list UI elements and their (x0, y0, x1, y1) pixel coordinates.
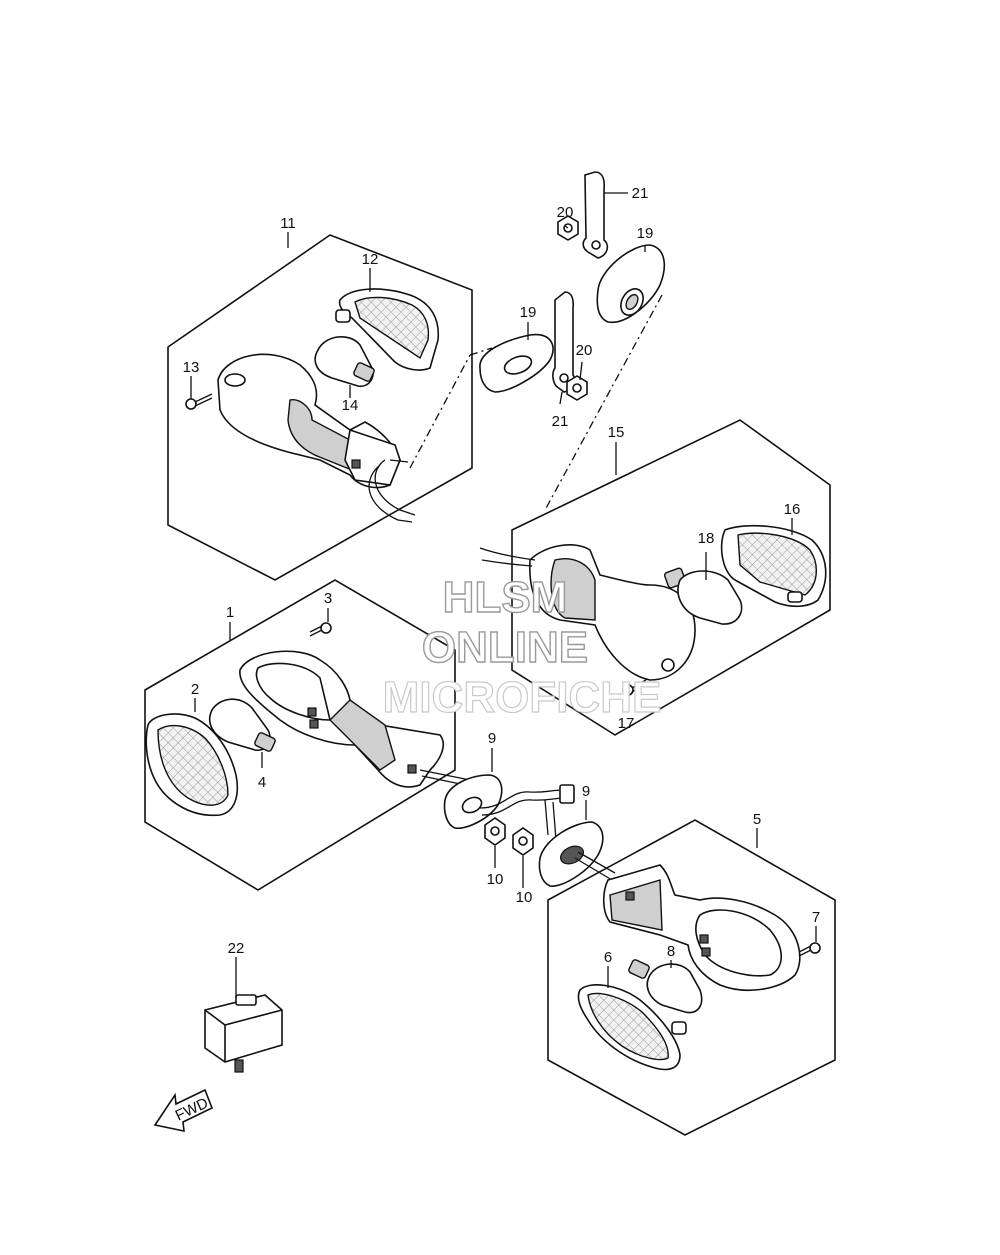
group-15-rear-right-signal (479, 419, 831, 736)
group-5-front-right-signal (547, 819, 836, 1136)
connector (559, 784, 575, 804)
screw-13 (185, 393, 213, 410)
callout-6: 6 (604, 949, 612, 966)
group-5-frame (547, 819, 836, 1136)
lamp-housing-11 (217, 353, 416, 523)
fwd-arrow: FWD (153, 1088, 214, 1133)
bulb-8 (628, 959, 703, 1014)
leader-lines (190, 192, 817, 998)
lamp-housing-5 (602, 864, 801, 991)
callout-19-lower: 19 (520, 304, 537, 321)
relay-22 (204, 994, 283, 1073)
callout-12: 12 (362, 251, 379, 268)
screw-3 (309, 622, 332, 637)
group-1-frame (144, 579, 456, 891)
callout-3: 3 (324, 590, 332, 607)
callout-9-right: 9 (582, 783, 590, 800)
watermark-line-1: HLSM (443, 573, 568, 622)
callout-22: 22 (228, 940, 245, 957)
callout-20-lower: 20 (576, 342, 593, 359)
callout-5: 5 (753, 811, 761, 828)
watermark: HLSM ONLINE MICROFICHE (382, 572, 662, 722)
centre-hardware (443, 774, 616, 887)
wire-harness (479, 789, 567, 816)
bulb-14 (314, 336, 375, 388)
lens-12 (335, 288, 440, 371)
callout-19-upper: 19 (637, 225, 654, 242)
lens-6 (577, 984, 687, 1071)
bulb-4 (208, 698, 276, 752)
callout-16: 16 (784, 501, 801, 518)
group-1-front-left-signal (144, 579, 471, 891)
callout-9-left: 9 (488, 730, 496, 747)
mounting-hardware-upper (409, 171, 666, 511)
nut-10-left (484, 817, 506, 846)
watermark-line-2: ONLINE (422, 623, 588, 672)
group-11-frame (167, 234, 473, 581)
lens-16 (720, 524, 827, 608)
group-11-rear-left-signal (167, 234, 473, 581)
lamp-housing-15 (479, 544, 696, 681)
screw-7 (798, 942, 821, 957)
callout-15: 15 (608, 424, 625, 441)
screw-17 (622, 679, 647, 696)
callout-labels: 11 12 13 14 20 21 19 19 20 21 15 16 18 1… (183, 185, 821, 966)
callout-13: 13 (183, 359, 200, 376)
callout-11: 11 (280, 215, 296, 232)
callout-10-left: 10 (487, 871, 504, 888)
bracket-21-upper (582, 171, 609, 259)
callout-17: 17 (618, 715, 635, 732)
callout-1: 1 (226, 604, 234, 621)
nut-10-right (512, 827, 534, 856)
watermark-line-3: MICROFICHE (383, 673, 662, 722)
nut-20-lower (566, 375, 588, 401)
callout-14: 14 (342, 397, 359, 414)
callout-20-upper: 20 (557, 204, 574, 221)
callout-7: 7 (812, 909, 820, 926)
callout-8: 8 (667, 943, 675, 960)
grommet-19-lower (479, 333, 554, 393)
callout-21-lower: 21 (552, 413, 569, 430)
grommet-19-upper (596, 244, 666, 323)
callout-10-right: 10 (516, 889, 533, 906)
callout-2: 2 (191, 681, 199, 698)
lens-2 (145, 713, 239, 817)
grommet-9-right (538, 821, 604, 887)
bulb-18 (663, 567, 743, 625)
group-15-frame (511, 419, 831, 736)
callout-18: 18 (698, 530, 715, 547)
callout-4: 4 (258, 774, 266, 791)
callout-21-upper: 21 (632, 185, 649, 202)
